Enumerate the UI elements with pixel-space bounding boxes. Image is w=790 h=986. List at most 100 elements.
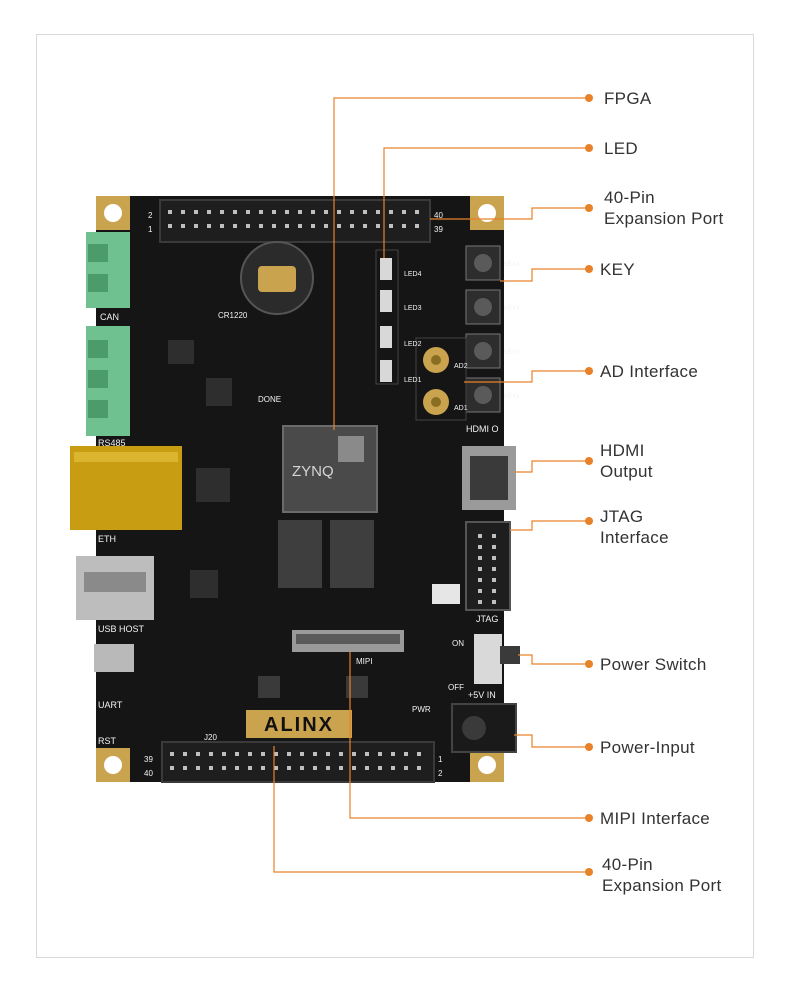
ddr-chip-1 <box>278 520 322 588</box>
header-pin <box>478 556 482 560</box>
callout-fpga: FPGA <box>604 89 652 108</box>
header-pin <box>337 224 341 228</box>
dot-led <box>585 144 593 152</box>
ad-sma-connectors <box>415 337 467 421</box>
leader-ad <box>464 370 588 383</box>
silk-jtag: JTAG <box>476 614 498 624</box>
ethernet-port <box>70 446 182 530</box>
callout-jtag: JTAG Interface <box>600 507 669 547</box>
header-pin <box>259 210 263 214</box>
header-pin <box>168 224 172 228</box>
header-pin <box>233 210 237 214</box>
header-pin <box>196 752 200 756</box>
header-pin <box>287 766 291 770</box>
header-pin <box>492 545 496 549</box>
header-pin <box>339 766 343 770</box>
header-pin <box>233 224 237 228</box>
alinx-logo: ALINX <box>264 714 334 736</box>
silk-led3: LED3 <box>404 305 422 312</box>
leader-jtag <box>510 520 588 531</box>
silk-ad1: AD1 <box>454 405 468 412</box>
can-terminal-block <box>86 232 130 308</box>
fan-connector <box>432 584 460 604</box>
ic-power-1 <box>258 676 280 698</box>
header-pin <box>391 766 395 770</box>
header-pin <box>492 567 496 571</box>
header-pin <box>300 752 304 756</box>
leader-hdmi <box>514 460 588 473</box>
silk-rst: RST <box>98 736 117 746</box>
header-pin <box>376 224 380 228</box>
silk-led2: LED2 <box>404 341 422 348</box>
header-pin <box>339 752 343 756</box>
silk-rs485: RS485 <box>98 438 126 448</box>
header-pin <box>170 766 174 770</box>
power-jack <box>451 703 517 753</box>
header-pin <box>285 210 289 214</box>
header-pin <box>378 766 382 770</box>
silk-key2: KEY2 <box>504 350 520 356</box>
silk-hdmi: HDMI O <box>466 424 499 434</box>
header-pin <box>404 752 408 756</box>
ic-power-4 <box>168 340 194 364</box>
silk-pwr: PWR <box>412 705 431 714</box>
silk-eth: ETH <box>98 534 116 544</box>
header-pin <box>235 752 239 756</box>
header-pin <box>492 578 496 582</box>
silk-power-in: +5V IN <box>468 690 496 700</box>
header-pin <box>478 545 482 549</box>
header-pin <box>248 766 252 770</box>
header-pin <box>404 766 408 770</box>
header-pin <box>194 224 198 228</box>
silk-header-top-left-bottom: 1 <box>148 225 153 234</box>
dot-fpga <box>585 94 593 102</box>
callout-expansion-top: 40-Pin Expansion Port <box>604 188 724 228</box>
callout-hdmi: HDMI Output <box>600 441 653 481</box>
silk-header-bottom-left-bottom: 40 <box>144 769 153 778</box>
header-pin <box>350 210 354 214</box>
header-pin <box>478 567 482 571</box>
callout-led: LED <box>604 139 638 158</box>
header-pin <box>389 224 393 228</box>
header-pin <box>389 210 393 214</box>
hdmi-port <box>462 446 516 510</box>
dot-expansion-bottom <box>585 868 593 876</box>
silk-header-top-right-bottom: 39 <box>434 225 443 234</box>
silk-uart: UART <box>98 700 123 710</box>
fpga-chip <box>282 425 378 513</box>
header-pin <box>363 224 367 228</box>
header-pin <box>363 210 367 214</box>
logo-plate <box>246 710 352 738</box>
callout-mipi: MIPI Interface <box>600 809 711 828</box>
header-pin <box>209 766 213 770</box>
header-pin <box>352 752 356 756</box>
header-pin <box>415 224 419 228</box>
silk-off: OFF <box>448 683 464 692</box>
header-pin <box>417 752 421 756</box>
header-pin <box>298 210 302 214</box>
silk-battery: CR1220 <box>218 311 248 320</box>
header-pin <box>365 766 369 770</box>
header-pin <box>313 766 317 770</box>
silk-led1: LED1 <box>404 377 422 384</box>
header-pin <box>287 752 291 756</box>
header-pin <box>311 210 315 214</box>
silk-header-top-right-top: 40 <box>434 211 443 220</box>
coin-cell-holder <box>240 241 314 315</box>
leader-expansion-bottom <box>273 746 588 873</box>
header-pin <box>194 210 198 214</box>
header-pin <box>402 210 406 214</box>
header-pin <box>272 210 276 214</box>
uart-usb-port <box>94 644 134 672</box>
header-pin <box>324 210 328 214</box>
header-pin <box>313 752 317 756</box>
silk-key1: KEY1 <box>504 394 520 400</box>
header-pin <box>352 766 356 770</box>
silk-header-top-left-top: 2 <box>148 211 153 220</box>
header-pin <box>170 752 174 756</box>
header-pin <box>492 600 496 604</box>
header-pin <box>376 210 380 214</box>
silk-key3: KEY3 <box>504 306 520 312</box>
silk-usb-host: USB HOST <box>98 624 145 634</box>
ic-usb <box>190 570 218 598</box>
